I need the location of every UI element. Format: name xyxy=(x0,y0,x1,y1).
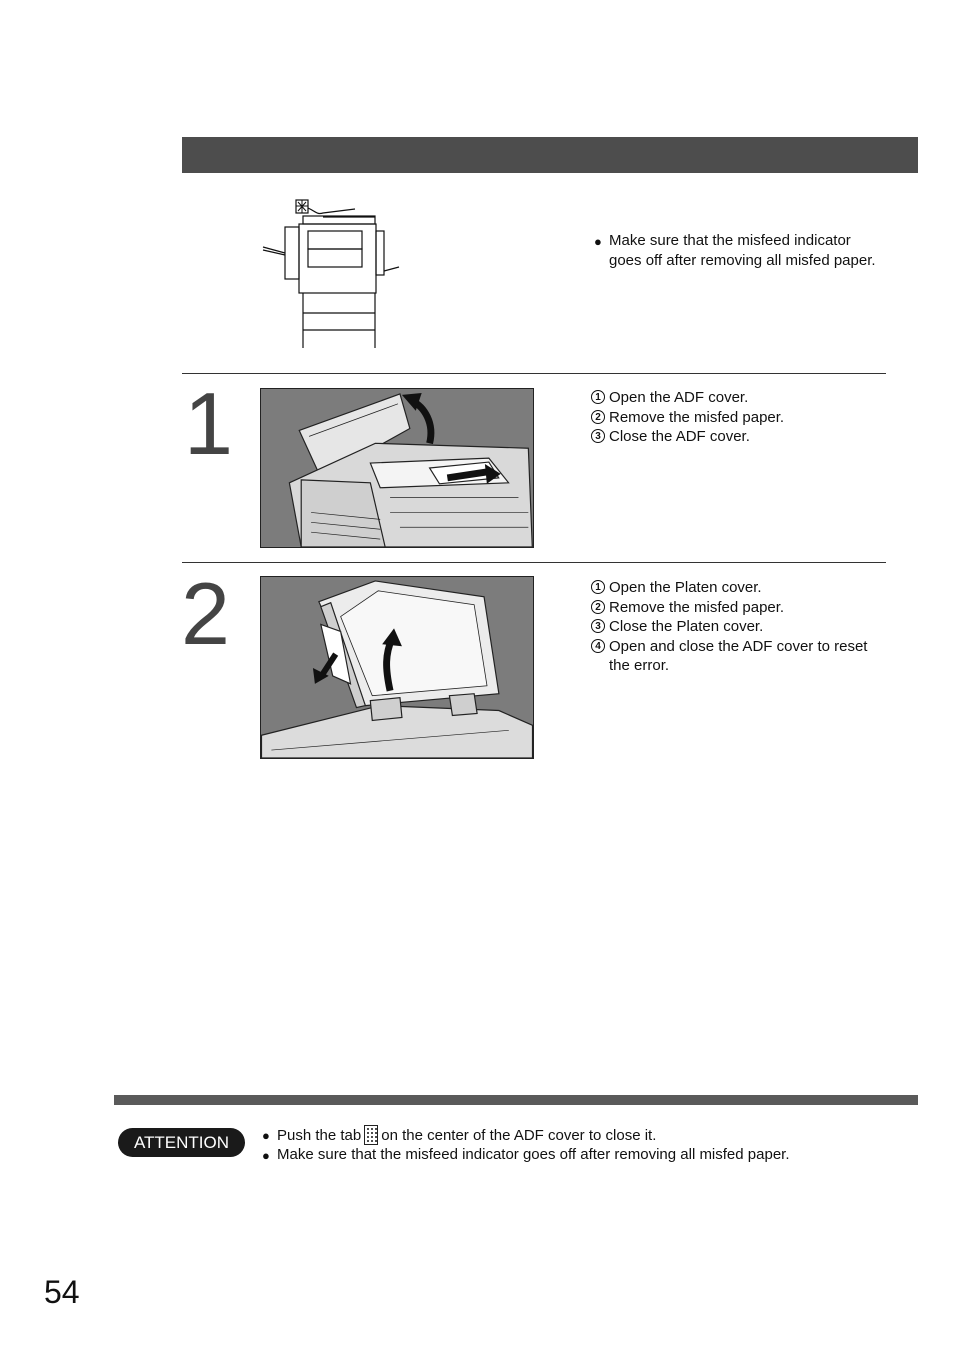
step-text: Open and close the ADF cover to reset th… xyxy=(609,637,868,675)
attention-text: Make sure that the misfeed indicator goe… xyxy=(277,1146,790,1163)
step-text: Open the Platen cover. xyxy=(609,579,762,596)
step-text: Close the ADF cover. xyxy=(609,428,750,445)
section-header-bar xyxy=(182,137,918,173)
step-marker: 3 xyxy=(591,429,605,443)
step-2-instructions: 1 Open the Platen cover. 2 Remove the mi… xyxy=(591,578,891,676)
bullet-icon: ● xyxy=(262,1128,270,1143)
attention-text: Push the tab xyxy=(277,1127,362,1144)
open-arrow-icon xyxy=(401,392,435,445)
misfeed-indicator-icon xyxy=(295,199,309,214)
attention-item: ● Make sure that the misfeed indicator g… xyxy=(262,1145,922,1164)
step-2-item: 3 Close the Platen cover. xyxy=(591,617,891,637)
bullet-icon: ● xyxy=(262,1148,270,1163)
step-text: Remove the misfed paper. xyxy=(609,408,785,426)
attention-divider xyxy=(114,1095,918,1105)
intro-note: ● Make sure that the misfeed indicator g… xyxy=(594,231,884,270)
dotted-tab-icon xyxy=(364,1125,379,1145)
pull-out-arrow-icon xyxy=(312,652,339,684)
step-marker: 1 xyxy=(591,390,605,404)
step-2-number: 2 xyxy=(181,564,230,663)
step-1-item: 1 Open the ADF cover. xyxy=(591,388,886,408)
step-marker: 2 xyxy=(591,409,605,424)
attention-item: ● Push the tab on the center of the ADF c… xyxy=(262,1125,922,1145)
step-text: Close the Platen cover. xyxy=(609,618,764,635)
step-1-divider xyxy=(182,373,886,374)
step-marker: 4 xyxy=(591,638,605,653)
step-1-instructions: 1 Open the ADF cover. 2 Remove the misfe… xyxy=(591,388,886,447)
attention-notes: ● Push the tab on the center of the ADF c… xyxy=(262,1125,922,1164)
attention-text: on the center of the ADF cover to close … xyxy=(381,1127,657,1144)
step-1-item: 2 Remove the misfed paper. xyxy=(591,408,886,428)
open-arrow-icon xyxy=(382,628,402,692)
step-2-item: 2 Remove the misfed paper. xyxy=(591,598,891,618)
step-marker: 1 xyxy=(591,580,605,594)
step-marker: 2 xyxy=(591,599,605,614)
step-1-number: 1 xyxy=(184,374,233,473)
step-text: Open the ADF cover. xyxy=(609,389,749,406)
step-1-item: 3 Close the ADF cover. xyxy=(591,427,886,447)
step-2-item: 1 Open the Platen cover. xyxy=(591,578,891,598)
intro-note-text: Make sure that the misfeed indicator goe… xyxy=(609,232,876,269)
step-2-item: 4 Open and close the ADF cover to reset … xyxy=(591,637,891,676)
attention-badge: ATTENTION xyxy=(118,1128,245,1157)
step-marker: 3 xyxy=(591,619,605,633)
remove-arrow-icon xyxy=(446,464,501,484)
bullet-icon: ● xyxy=(594,234,602,249)
step-text: Remove the misfed paper. xyxy=(609,598,785,616)
step-1-photo-adf-open xyxy=(260,388,534,548)
step-2-photo-platen-open xyxy=(260,576,534,759)
page-number: 54 xyxy=(44,1274,80,1310)
step-2-divider xyxy=(182,562,886,563)
copier-overview-illustration xyxy=(262,199,400,348)
